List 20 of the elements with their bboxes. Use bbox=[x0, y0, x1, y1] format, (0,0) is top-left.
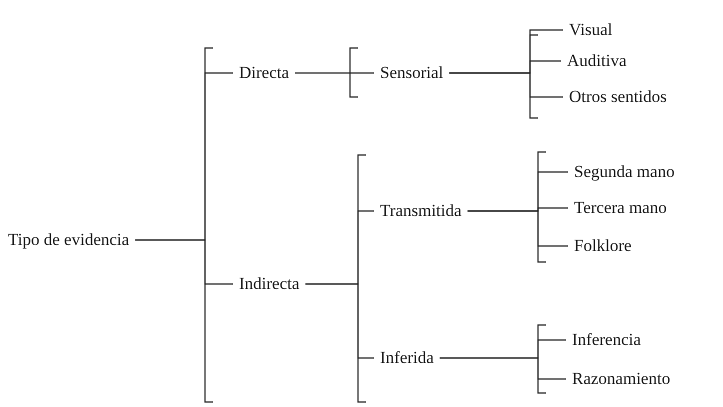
branch-label: Visual bbox=[563, 19, 618, 41]
bracket-line bbox=[135, 239, 233, 285]
branch-label: Tercera mano bbox=[568, 197, 673, 219]
branch-label: Inferencia bbox=[566, 329, 647, 351]
branch-label: Razonamiento bbox=[566, 368, 676, 390]
branch-label: Indirecta bbox=[233, 273, 306, 295]
branch-label: Transmitida bbox=[374, 200, 468, 222]
branch-label: Otros sentidos bbox=[563, 86, 673, 108]
branch-label: Directa bbox=[233, 62, 296, 84]
branch-label: Folklore bbox=[568, 235, 638, 257]
branch-label: Sensorial bbox=[374, 62, 450, 84]
bracket-line bbox=[305, 283, 374, 359]
branch-label: Auditiva bbox=[561, 50, 632, 72]
bracket-line bbox=[468, 210, 568, 247]
bracket-line bbox=[440, 357, 566, 380]
bracket-line bbox=[449, 72, 563, 98]
branch-label: Inferida bbox=[374, 347, 440, 369]
branch-label: Tipo de evidencia bbox=[2, 229, 136, 251]
branch-label: Segunda mano bbox=[568, 161, 681, 183]
bracket-line bbox=[295, 72, 374, 74]
